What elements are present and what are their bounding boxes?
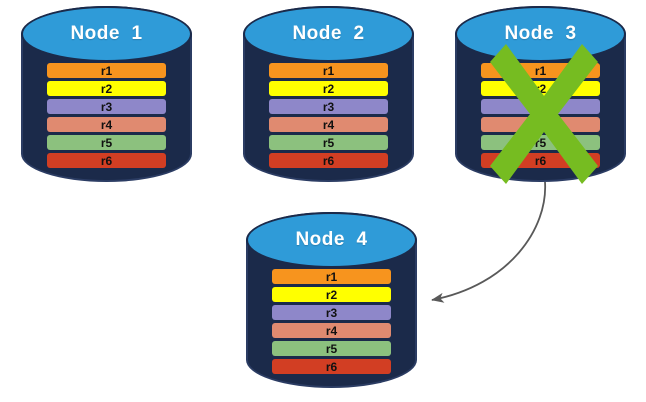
node-3[interactable]: Node 3 r1 r2 r3 r4 r5 r6 xyxy=(455,6,626,182)
node-4[interactable]: Node 4 r1 r2 r3 r4 r5 r6 xyxy=(246,212,417,388)
node-2-replica-r5[interactable]: r5 xyxy=(268,135,389,150)
node-4-replica-r2[interactable]: r2 xyxy=(271,287,392,302)
node-3-replica-r4[interactable]: r4 xyxy=(480,117,601,132)
node-2[interactable]: Node 2 r1 r2 r3 r4 r5 r6 xyxy=(243,6,414,182)
node-2-replica-r4[interactable]: r4 xyxy=(268,117,389,132)
node-1[interactable]: Node 1 r1 r2 r3 r4 r5 r6 xyxy=(21,6,192,182)
node-4-replica-r5[interactable]: r5 xyxy=(271,341,392,356)
node-1-replica-r4[interactable]: r4 xyxy=(46,117,167,132)
node-2-replica-r3[interactable]: r3 xyxy=(268,99,389,114)
node-3-replica-r6[interactable]: r6 xyxy=(480,153,601,168)
arrow-path xyxy=(431,181,546,303)
node-2-title: Node 2 xyxy=(292,23,365,44)
node-4-cylinder-top xyxy=(246,212,417,268)
node-2-replica-r1[interactable]: r1 xyxy=(268,63,389,78)
node-1-replica-r3[interactable]: r3 xyxy=(46,99,167,114)
node-1-replica-r1[interactable]: r1 xyxy=(46,63,167,78)
node-2-replica-r2[interactable]: r2 xyxy=(268,81,389,96)
node-4-replica-r1[interactable]: r1 xyxy=(271,269,392,284)
node-3-replica-r3[interactable]: r3 xyxy=(480,99,601,114)
node-1-title: Node 1 xyxy=(70,23,143,44)
node-3-title: Node 3 xyxy=(504,23,577,44)
node-1-replica-list: r1 r2 r3 r4 r5 r6 xyxy=(46,63,167,168)
node-4-replica-list: r1 r2 r3 r4 r5 r6 xyxy=(271,269,392,374)
node-1-cylinder-top xyxy=(21,6,192,62)
node-4-replica-r4[interactable]: r4 xyxy=(271,323,392,338)
node-3-replica-r1[interactable]: r1 xyxy=(480,63,601,78)
node-1-replica-r5[interactable]: r5 xyxy=(46,135,167,150)
node-2-replica-r6[interactable]: r6 xyxy=(268,153,389,168)
node-3-replica-r5[interactable]: r5 xyxy=(480,135,601,150)
node-4-replica-r6[interactable]: r6 xyxy=(271,359,392,374)
node-3-replica-list: r1 r2 r3 r4 r5 r6 xyxy=(480,63,601,168)
node-2-cylinder-top xyxy=(243,6,414,62)
node-1-replica-r6[interactable]: r6 xyxy=(46,153,167,168)
node-3-replica-r2[interactable]: r2 xyxy=(480,81,601,96)
node-1-replica-r2[interactable]: r2 xyxy=(46,81,167,96)
node-2-replica-list: r1 r2 r3 r4 r5 r6 xyxy=(268,63,389,168)
node-4-replica-r3[interactable]: r3 xyxy=(271,305,392,320)
node-4-title: Node 4 xyxy=(295,229,368,250)
